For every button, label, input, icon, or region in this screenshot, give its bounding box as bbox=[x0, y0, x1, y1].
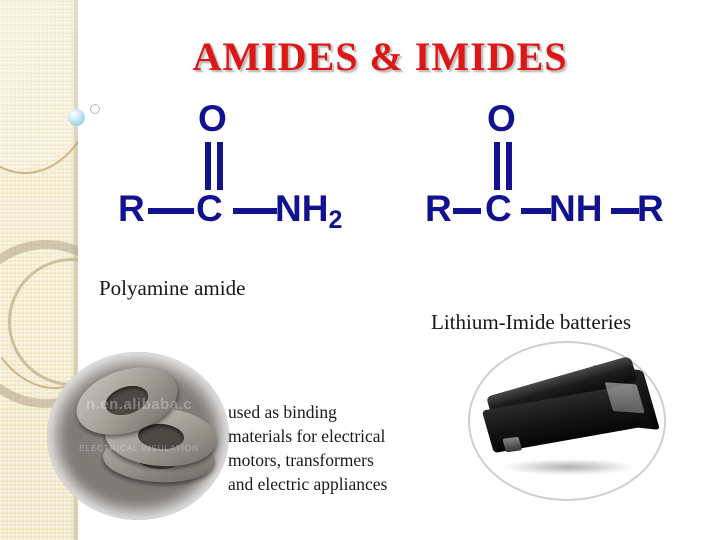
lithium-battery-photo bbox=[468, 341, 666, 501]
description-line: materials for electrical bbox=[228, 426, 386, 446]
decorative-sphere-icon bbox=[68, 109, 85, 126]
decorative-ring-outer bbox=[0, 240, 78, 408]
amide-caption: Polyamine amide bbox=[99, 276, 246, 300]
amide-oxygen-label: O bbox=[198, 98, 227, 139]
amide-amino-text: NH bbox=[275, 188, 329, 229]
battery-circle-frame bbox=[468, 341, 666, 501]
decorative-small-circle-icon bbox=[90, 104, 100, 114]
imide-structure: O C R NH R bbox=[425, 100, 670, 235]
amide-carbon-label: C bbox=[196, 188, 223, 229]
imide-carbon-label: C bbox=[485, 188, 512, 229]
imide-right-group-label: R bbox=[637, 188, 664, 229]
page-title: AMIDES & IMIDES bbox=[192, 34, 568, 79]
amide-amino-subscript: 2 bbox=[328, 206, 343, 234]
photo-watermark-secondary: ELECTRICAL INSULATION bbox=[79, 444, 199, 453]
amide-bond-right bbox=[233, 208, 277, 214]
description-line: motors, transformers bbox=[228, 450, 374, 470]
decorative-side-band bbox=[0, 0, 78, 540]
battery-contact-terminal bbox=[502, 436, 523, 453]
description-paragraph: used as binding materials for electrical… bbox=[228, 400, 438, 496]
description-line: and electric appliances bbox=[228, 474, 388, 494]
imide-caption: Lithium-Imide batteries bbox=[431, 310, 632, 334]
imide-bond-left bbox=[453, 208, 481, 214]
imide-double-bond-line-2 bbox=[506, 142, 512, 190]
amide-bond-left bbox=[148, 208, 194, 214]
imide-amine-group-label: NH bbox=[549, 188, 603, 229]
amide-double-bond-line-1 bbox=[205, 142, 211, 190]
amide-structure: O C R NH2 bbox=[118, 100, 368, 235]
imide-bond-right bbox=[611, 208, 639, 214]
insulation-rings-photo: n.en.alibaba.c ELECTRICAL INSULATION bbox=[47, 352, 229, 520]
imide-oxygen-label: O bbox=[487, 98, 516, 139]
imide-bond-middle bbox=[521, 208, 551, 214]
imide-left-group-label: R bbox=[425, 188, 452, 229]
battery-shadow bbox=[504, 459, 634, 475]
amide-left-group-label: R bbox=[118, 188, 145, 229]
amide-double-bond-line-2 bbox=[217, 142, 223, 190]
photo-watermark: n.en.alibaba.c bbox=[85, 396, 193, 413]
amide-amino-group-label: NH2 bbox=[275, 190, 342, 239]
description-line: used as binding bbox=[228, 402, 337, 422]
imide-double-bond-line-1 bbox=[494, 142, 500, 190]
